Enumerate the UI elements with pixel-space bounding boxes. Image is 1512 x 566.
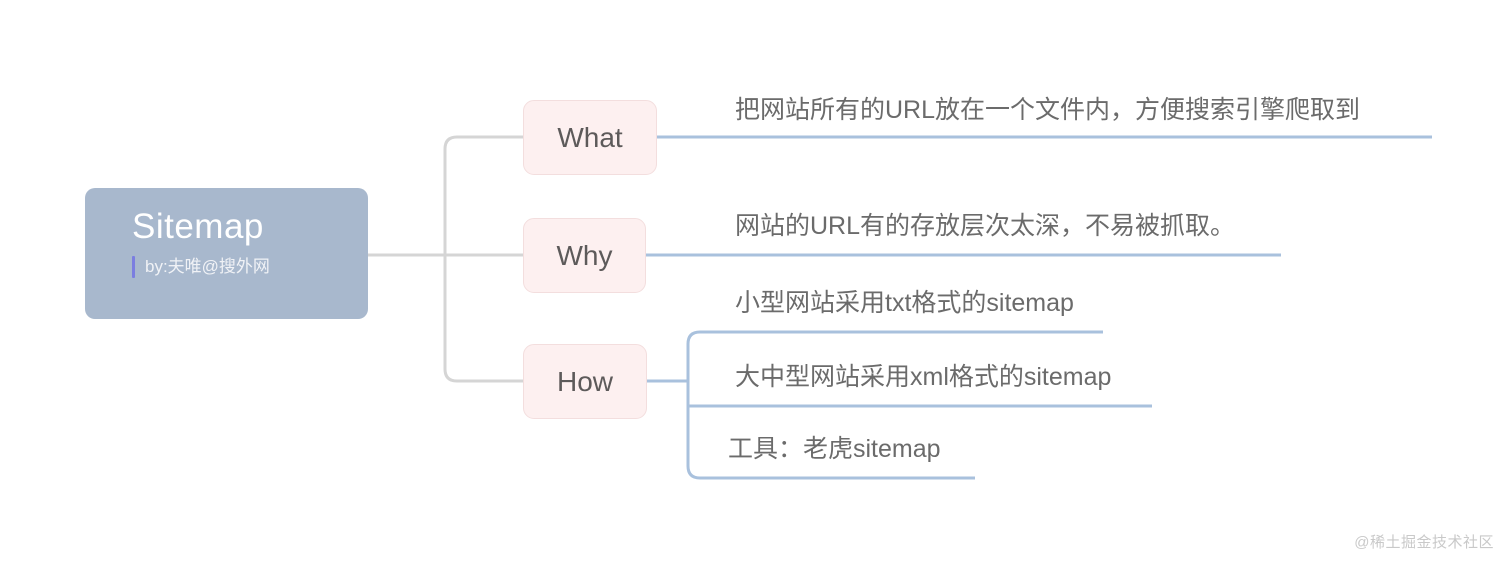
- branch-node-why[interactable]: Why: [523, 218, 646, 293]
- root-title: Sitemap: [132, 207, 264, 246]
- leaf-how-2[interactable]: 大中型网站采用xml格式的sitemap: [735, 363, 1112, 391]
- wire-trunk-how: [443, 255, 523, 383]
- root-node[interactable]: Sitemap by:夫唯@搜外网: [85, 188, 368, 319]
- leaf-how-1[interactable]: 小型网站采用txt格式的sitemap: [735, 289, 1074, 317]
- branch-node-what[interactable]: What: [523, 100, 657, 175]
- leaf-how-3[interactable]: 工具：老虎sitemap: [728, 435, 941, 463]
- watermark: @稀土掘金技术社区: [1354, 534, 1494, 551]
- leaf-why-1[interactable]: 网站的URL有的存放层次太深，不易被抓取。: [735, 212, 1236, 240]
- accent-bar-icon: [132, 256, 135, 278]
- root-subtitle: by:夫唯@搜外网: [145, 257, 270, 276]
- branch-node-how[interactable]: How: [523, 344, 647, 419]
- leaf-what-1[interactable]: 把网站所有的URL放在一个文件内，方便搜索引擎爬取到: [735, 96, 1361, 124]
- root-subtitle-row: by:夫唯@搜外网: [132, 256, 368, 278]
- wire-trunk-what: [443, 135, 523, 255]
